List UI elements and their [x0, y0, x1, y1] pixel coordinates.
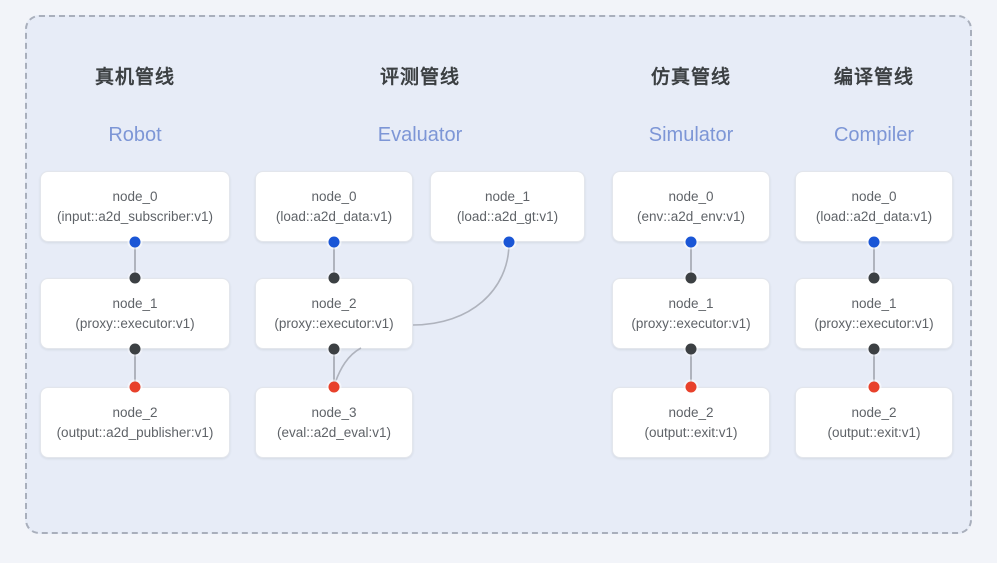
port-output-robot-0[interactable] — [129, 236, 141, 248]
node-compiler-0[interactable]: node_0 (load::a2d_data:v1) — [795, 171, 953, 242]
node-type: (env::a2d_env:v1) — [636, 208, 746, 224]
port-input-evaluator-2[interactable] — [328, 272, 340, 284]
node-id: node_0 — [668, 188, 714, 204]
edge-robot-1-2 — [134, 349, 136, 387]
port-input-simulator-1[interactable] — [685, 272, 697, 284]
node-id: node_1 — [484, 188, 531, 204]
node-type: (output::exit:v1) — [644, 424, 738, 440]
column-title-en-evaluator: Evaluator — [377, 124, 463, 146]
port-output-robot-1[interactable] — [129, 343, 141, 355]
column-title-en-robot: Robot — [108, 124, 162, 146]
edge-evaluator-0-2 — [333, 242, 335, 278]
node-type: (proxy::executor:v1) — [75, 315, 195, 331]
node-evaluator-1[interactable]: node_1 (load::a2d_gt:v1) — [430, 171, 585, 242]
port-input-robot-2[interactable] — [129, 381, 141, 393]
pipeline-column-evaluator: 评测管线 Evaluator node_0 (load::a2d_data:v1… — [255, 0, 585, 563]
pipeline-column-simulator: 仿真管线 Simulator node_0 (env::a2d_env:v1) … — [612, 0, 770, 563]
port-output-compiler-0[interactable] — [868, 236, 880, 248]
node-id: node_0 — [851, 188, 897, 204]
node-type: (proxy::executor:v1) — [631, 315, 751, 331]
node-id: node_0 — [311, 188, 357, 204]
node-type: (load::a2d_gt:v1) — [456, 208, 559, 224]
node-robot-2[interactable]: node_2 (output::a2d_publisher:v1) — [40, 387, 230, 458]
node-type: (output::exit:v1) — [827, 424, 921, 440]
node-id: node_2 — [112, 404, 158, 420]
node-compiler-2[interactable]: node_2 (output::exit:v1) — [795, 387, 953, 458]
node-compiler-1[interactable]: node_1 (proxy::executor:v1) — [795, 278, 953, 349]
port-output-simulator-0[interactable] — [685, 236, 697, 248]
port-output-evaluator-0[interactable] — [328, 236, 340, 248]
port-output-evaluator-1[interactable] — [503, 236, 515, 248]
node-evaluator-0[interactable]: node_0 (load::a2d_data:v1) — [255, 171, 413, 242]
node-robot-1[interactable]: node_1 (proxy::executor:v1) — [40, 278, 230, 349]
port-input-compiler-1[interactable] — [868, 272, 880, 284]
node-type: (eval::a2d_eval:v1) — [276, 424, 392, 440]
column-title-cn-robot: 真机管线 — [94, 67, 175, 88]
column-title-cn-evaluator: 评测管线 — [379, 67, 460, 88]
node-simulator-1[interactable]: node_1 (proxy::executor:v1) — [612, 278, 770, 349]
node-id: node_2 — [668, 404, 714, 420]
node-id: node_1 — [668, 295, 714, 311]
node-id: node_2 — [311, 295, 357, 311]
node-robot-0[interactable]: node_0 (input::a2d_subscriber:v1) — [40, 171, 230, 242]
port-input-evaluator-3[interactable] — [328, 381, 340, 393]
node-type: (proxy::executor:v1) — [274, 315, 394, 331]
port-input-robot-1[interactable] — [129, 272, 141, 284]
node-type: (output::a2d_publisher:v1) — [56, 424, 214, 440]
node-id: node_2 — [851, 404, 897, 420]
node-simulator-2[interactable]: node_2 (output::exit:v1) — [612, 387, 770, 458]
port-output-simulator-1[interactable] — [685, 343, 697, 355]
port-input-compiler-2[interactable] — [868, 381, 880, 393]
edge-compiler-0-1 — [873, 242, 875, 278]
column-title-cn-simulator: 仿真管线 — [650, 67, 731, 88]
node-evaluator-2[interactable]: node_2 (proxy::executor:v1) — [255, 278, 413, 349]
edge-robot-0-1 — [134, 242, 136, 278]
node-id: node_0 — [112, 188, 158, 204]
node-id: node_3 — [311, 404, 357, 420]
column-title-cn-compiler: 编译管线 — [833, 67, 914, 88]
port-output-compiler-1[interactable] — [868, 343, 880, 355]
node-type: (load::a2d_data:v1) — [275, 208, 393, 224]
pipeline-column-robot: 真机管线 Robot node_0 (input::a2d_subscriber… — [40, 0, 230, 563]
pipeline-column-compiler: 编译管线 Compiler node_0 (load::a2d_data:v1)… — [795, 0, 953, 563]
port-input-simulator-2[interactable] — [685, 381, 697, 393]
node-evaluator-3[interactable]: node_3 (eval::a2d_eval:v1) — [255, 387, 413, 458]
node-id: node_1 — [112, 295, 158, 311]
node-type: (input::a2d_subscriber:v1) — [56, 208, 214, 224]
port-output-evaluator-2[interactable] — [328, 343, 340, 355]
edge-simulator-0-1 — [690, 242, 692, 278]
column-title-en-compiler: Compiler — [833, 124, 915, 146]
edge-compiler-1-2 — [873, 349, 875, 387]
node-type: (proxy::executor:v1) — [814, 315, 934, 331]
column-title-en-simulator: Simulator — [648, 124, 734, 146]
node-id: node_1 — [851, 295, 897, 311]
node-simulator-0[interactable]: node_0 (env::a2d_env:v1) — [612, 171, 770, 242]
node-type: (load::a2d_data:v1) — [815, 208, 933, 224]
edge-simulator-1-2 — [690, 349, 692, 387]
